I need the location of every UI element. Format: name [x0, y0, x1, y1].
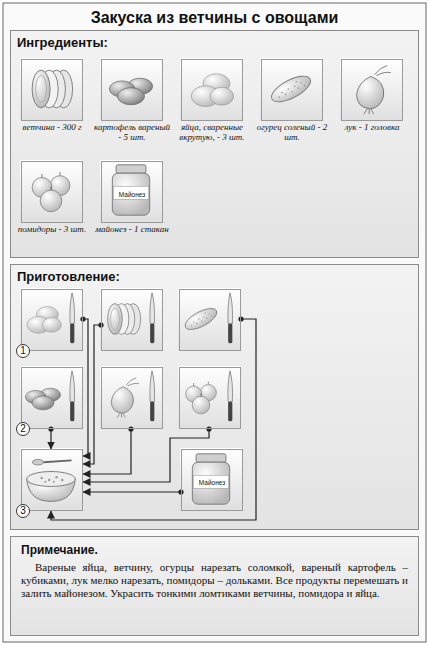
panel-ground — [10, 536, 419, 636]
step-box: 1 — [21, 289, 83, 351]
mayonnaise-jar — [112, 165, 149, 215]
note-heading: Примечание. — [21, 543, 408, 558]
knife-icon — [70, 371, 75, 421]
onion-icon — [357, 66, 391, 115]
panel-ground — [10, 264, 419, 530]
ingredient-box: ветчина - 300 г — [21, 59, 83, 121]
onion-icon — [111, 378, 139, 418]
note-panel: Примечание. Вареные яйца, ветчину, огурцы… — [10, 536, 419, 636]
bowl-box: 3 — [21, 449, 83, 511]
bowl-icon — [27, 459, 76, 501]
step-box: 2 — [21, 367, 83, 429]
step-number: 3 — [16, 504, 30, 518]
potato-icon — [25, 388, 60, 410]
ingredient-caption: помидоры - 3 шт. — [13, 225, 91, 235]
egg-icon — [191, 74, 233, 107]
knife-icon — [70, 293, 75, 343]
page-title: Закуска из ветчины с овощами — [0, 8, 429, 28]
ingredient-box: картофель вареный - 5 шт. — [101, 59, 163, 121]
flow-arrow — [83, 325, 101, 464]
ingredient-caption: огурец соленый - 2 шт. — [253, 123, 331, 143]
ingredient-box: помидоры - 3 шт. — [21, 161, 83, 223]
step-box: Майонез — [181, 449, 243, 511]
cucumber-icon — [182, 304, 220, 333]
section-heading: Ингредиенты: — [17, 35, 108, 50]
jar-label: Майонез — [182, 477, 242, 488]
step-box — [101, 289, 163, 351]
flow-arrow — [51, 319, 256, 520]
note-text: Вареные яйца, ветчину, огурцы нарезать с… — [21, 561, 408, 600]
step-number: 2 — [16, 422, 30, 436]
ingredient-caption: ветчина - 300 г — [13, 123, 91, 133]
flow-arrow — [83, 491, 181, 492]
ingredient-caption: яйца, сваренные вкрутую, - 3 шт. — [173, 123, 251, 143]
ingredient-caption: картофель вареный - 5 шт. — [93, 123, 171, 143]
ingredient-box: лук - 1 головка — [341, 59, 403, 121]
ingredient-box: яйца, сваренные вкрутую, - 3 шт. — [181, 59, 243, 121]
step-box — [179, 367, 241, 429]
knife-icon — [150, 293, 155, 343]
ham-icon — [108, 304, 141, 335]
ingredient-box: огурец соленый - 2 шт. — [261, 59, 323, 121]
tomato-icon — [186, 382, 217, 414]
potato-icon — [109, 78, 152, 105]
flow-arrow — [50, 429, 51, 449]
knife-icon — [150, 371, 155, 421]
flow-arrow — [83, 429, 131, 474]
panel-ground — [10, 30, 419, 258]
ingredient-box: Майонезмайонез - 1 стакан — [101, 161, 163, 223]
flow-arrow — [83, 319, 88, 456]
flow-arrow — [83, 429, 209, 482]
step-box — [179, 289, 241, 351]
card-frame — [3, 3, 426, 642]
egg-icon — [27, 307, 61, 334]
tomato-icon — [32, 172, 70, 212]
step-number: 1 — [16, 344, 30, 358]
section-panel: Ингредиенты:ветчина - 300 гкартофель вар… — [10, 30, 419, 258]
section-heading: Приготовление: — [17, 269, 120, 284]
ingredient-caption: майонез - 1 стакан — [93, 225, 171, 235]
ingredient-caption: лук - 1 головка — [333, 123, 411, 133]
ham-icon — [32, 70, 73, 108]
cucumber-icon — [268, 71, 315, 107]
section-panel: Приготовление: 1 2 3 Майонез — [10, 264, 419, 530]
knife-icon — [228, 371, 233, 421]
knife-icon — [228, 293, 233, 343]
jar-label: Майонез — [102, 189, 162, 200]
step-box — [101, 367, 163, 429]
